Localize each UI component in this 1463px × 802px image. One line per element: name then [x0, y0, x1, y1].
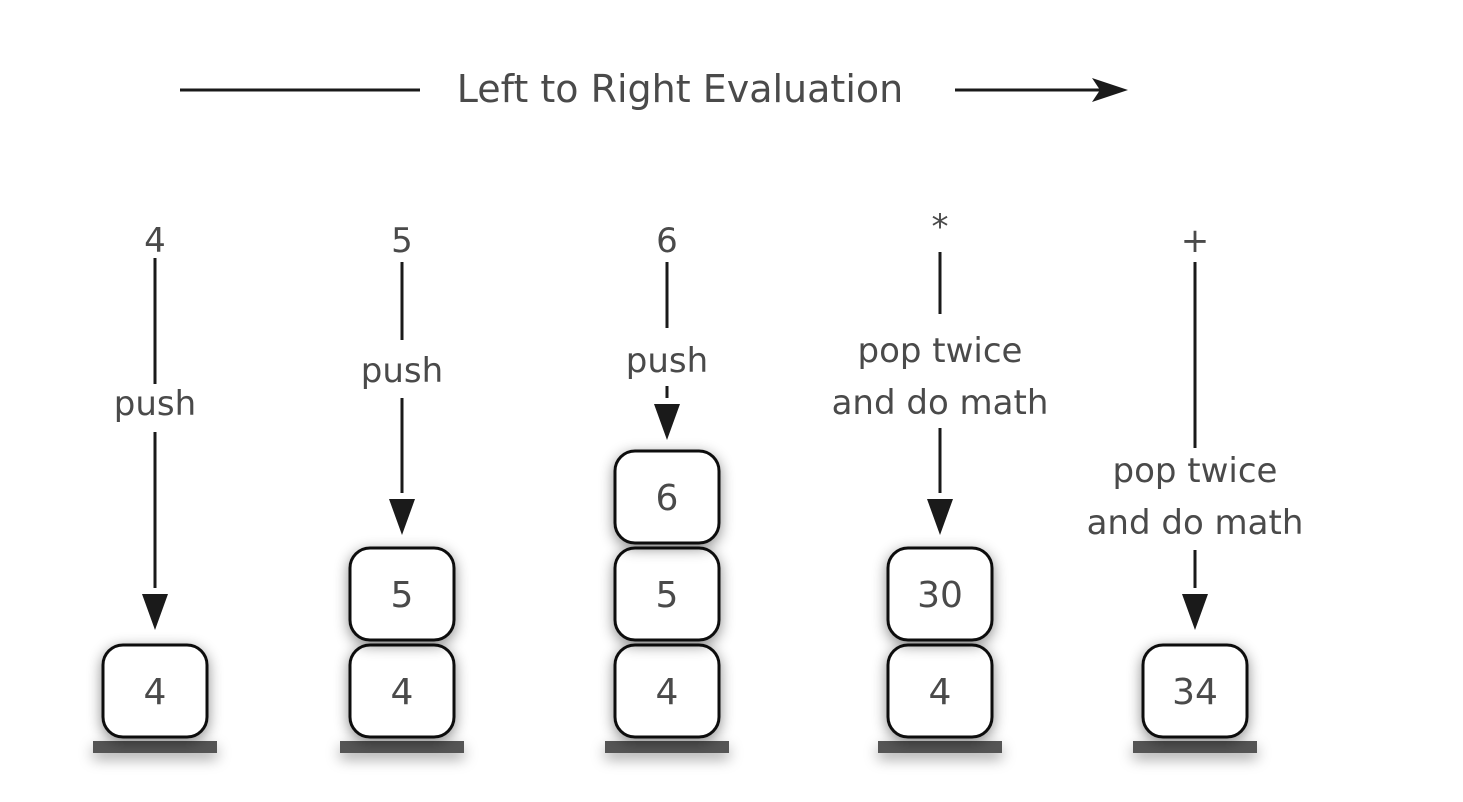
- step-action-label: and do math: [832, 383, 1049, 423]
- stack-box: [348, 546, 456, 642]
- step-action-label: push: [361, 351, 443, 391]
- down-arrowhead-icon: [1182, 594, 1208, 630]
- step-5: + pop twice and do math 34: [1087, 221, 1304, 753]
- stack-box: [613, 643, 721, 739]
- step-action-label: pop twice: [1113, 451, 1278, 491]
- step-token: 6: [656, 221, 678, 261]
- stack-box: [886, 546, 994, 642]
- stack-box-value: 4: [391, 672, 414, 713]
- stack-box-value: 5: [656, 575, 679, 616]
- stack-box: [101, 643, 209, 739]
- stack-box-value: 4: [144, 672, 167, 713]
- step-3: 6 push 4 5 6: [605, 221, 729, 753]
- step-token: *: [932, 207, 949, 247]
- stack-box: [1141, 643, 1249, 739]
- step-action-label: push: [626, 341, 708, 381]
- stack-box-value: 6: [656, 478, 679, 519]
- down-arrowhead-icon: [927, 499, 953, 535]
- step-4: * pop twice and do math 4 30: [832, 207, 1049, 753]
- stack-base: [605, 741, 729, 753]
- stack-box-value: 4: [929, 672, 952, 713]
- stack-box: [886, 643, 994, 739]
- step-1: 4 push 4: [93, 221, 217, 753]
- stack-box: [348, 643, 456, 739]
- down-arrowhead-icon: [654, 404, 680, 440]
- step-token: +: [1181, 221, 1210, 261]
- stack-box: [613, 449, 721, 545]
- stack-base: [878, 741, 1002, 753]
- step-token: 4: [144, 221, 166, 261]
- down-arrowhead-icon: [389, 499, 415, 535]
- stack-box-value: 30: [917, 575, 963, 616]
- step-token: 5: [391, 221, 413, 261]
- stack-base: [340, 741, 464, 753]
- step-2: 5 push 4 5: [340, 221, 464, 753]
- evaluation-direction-arrow: Left to Right Evaluation: [180, 67, 1128, 111]
- diagram-title: Left to Right Evaluation: [457, 67, 903, 111]
- stack-base: [1133, 741, 1257, 753]
- title-arrowhead-icon: [1092, 78, 1128, 102]
- stack-box-value: 4: [656, 672, 679, 713]
- down-arrowhead-icon: [142, 594, 168, 630]
- step-action-label: push: [114, 384, 196, 424]
- stack-box: [613, 546, 721, 642]
- steps: 4 push 4 5 push 4 5 6 push 4 5 6 * pop twice and do ma…: [93, 207, 1303, 753]
- step-action-label: pop twice: [858, 331, 1023, 371]
- stack-base: [93, 741, 217, 753]
- stack-box-value: 34: [1172, 672, 1218, 713]
- step-action-label: and do math: [1087, 503, 1304, 543]
- stack-box-value: 5: [391, 575, 414, 616]
